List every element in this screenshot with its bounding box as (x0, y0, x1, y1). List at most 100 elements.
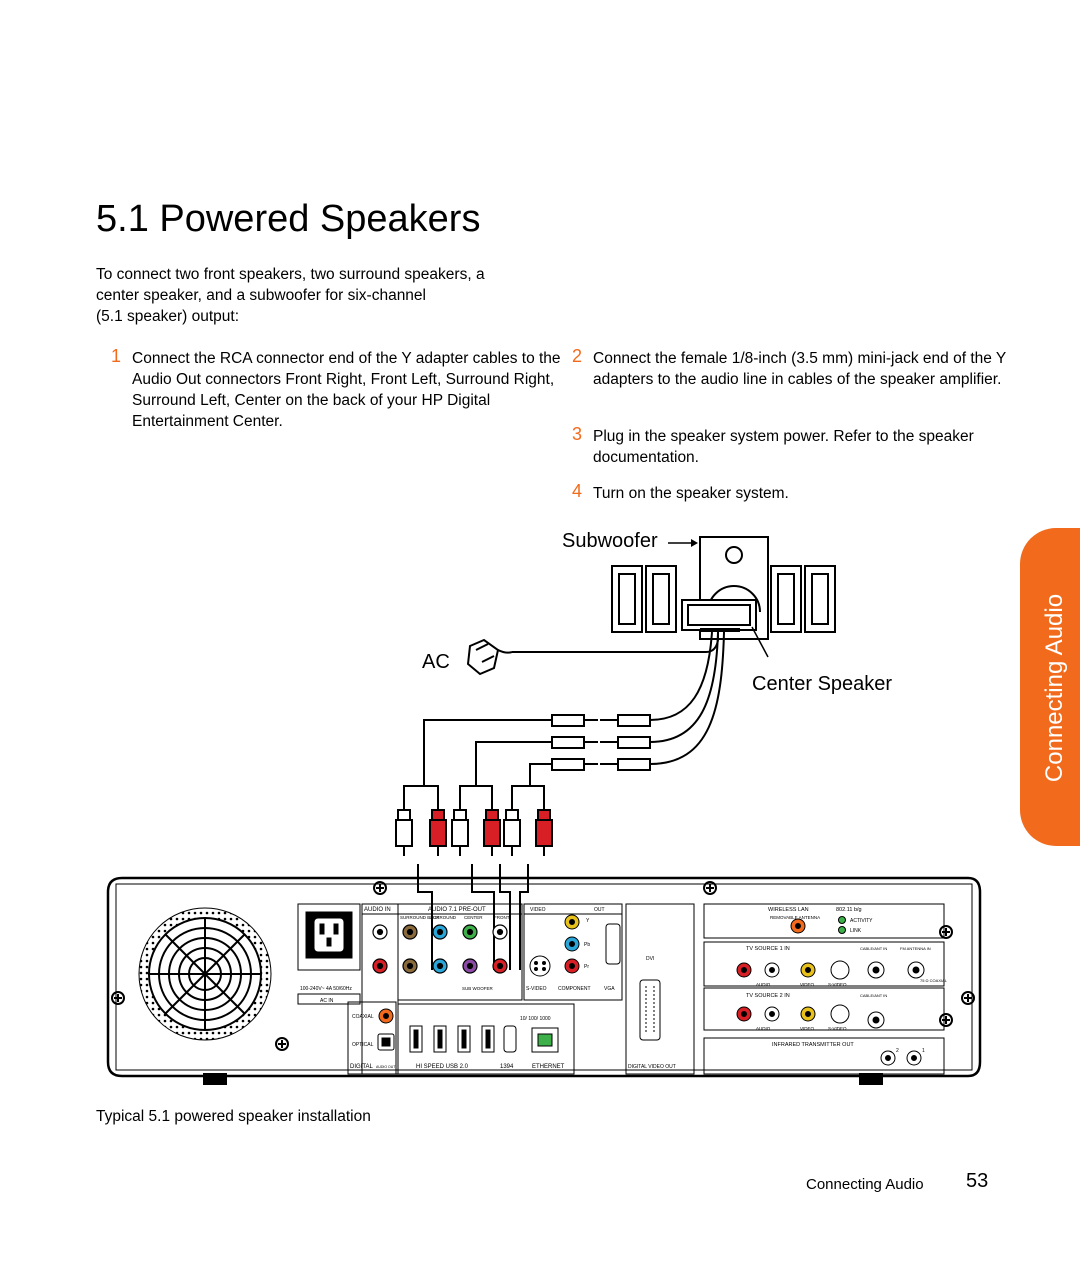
center-speaker (681, 599, 757, 632)
center-speaker-pointer (751, 626, 769, 658)
side-chapter-tab[interactable]: Connecting Audio (1020, 528, 1080, 846)
step-text: Connect the RCA connector end of the Y a… (132, 350, 561, 430)
ethernet-label: ETHERNET (532, 1064, 565, 1070)
satellite-speaker-right-2 (804, 565, 836, 633)
intro-line: To connect two front speakers, two surro… (96, 266, 485, 283)
y-adapter-cable-2 (459, 741, 552, 810)
satellite-speaker-left-1 (611, 565, 643, 633)
figure-caption: Typical 5.1 powered speaker installation (96, 1108, 371, 1125)
step-text: Connect the female 1/8-inch (3.5 mm) min… (593, 350, 1006, 388)
cooling-fan-icon (138, 907, 272, 1041)
front-label: FRONT (494, 915, 510, 920)
rca-plug-white (451, 809, 469, 856)
speaker-installation-diagram: Subwoofer AC Center Speaker (106, 530, 982, 1085)
audio-cable-1 (649, 631, 713, 721)
usb-label: HI SPEED USB 2.0 (416, 1064, 469, 1070)
ac-power-cord (512, 632, 719, 653)
page-title: 5.1 Powered Speakers (96, 198, 481, 240)
vga-label: VGA (604, 986, 615, 992)
subwoofer-label: Subwoofer (562, 530, 658, 552)
mini-jack-pair-3 (551, 758, 651, 771)
network-speed-label: 10/ 100/ 1000 (520, 1016, 551, 1022)
audio-cable-3 (649, 631, 725, 765)
1394-label: 1394 (500, 1064, 514, 1070)
link-label: LINK (850, 928, 862, 934)
coax-75-label: 75 Ω COAXIAL (920, 978, 948, 983)
step-text: Plug in the speaker system power. Refer … (593, 428, 974, 466)
step-number: 4 (572, 481, 583, 501)
tv-source-1-label: TV SOURCE 1 IN (746, 946, 790, 952)
ac-in-label: AC IN (320, 998, 334, 1004)
rca-plug-red (429, 809, 447, 856)
screw-icon (275, 1037, 289, 1051)
audio-cable-2 (649, 631, 719, 743)
step-number: 3 (572, 424, 583, 444)
dvi-label: DVI (646, 956, 654, 962)
digital-label: DIGITAL (350, 1064, 374, 1070)
surround-back-label: SURROUND BACK (400, 915, 440, 920)
wireless-lan-label: WIRELESS LAN (768, 907, 809, 913)
center-speaker-label: Center Speaker (752, 673, 892, 695)
rca-plug-white (395, 809, 413, 856)
mini-jack-pair-1 (551, 714, 651, 727)
step-text: Turn on the speaker system. (593, 485, 789, 502)
rca-plug-red (535, 809, 553, 856)
rca-plug-white (503, 809, 521, 856)
ac-label: AC (422, 651, 450, 673)
digital-audio-block (347, 1001, 397, 1075)
step-2: 2 Connect the female 1/8-inch (3.5 mm) m… (572, 346, 1013, 390)
audio-out-label: AUDIO OUT (376, 1065, 396, 1069)
video-section (523, 903, 623, 1001)
optical-label: OPTICAL (352, 1042, 374, 1048)
audio-label: AUDIO (756, 982, 771, 987)
wifi-standard-label: 802.11 b/g (836, 907, 862, 913)
page-number: 53 (966, 1170, 989, 1192)
y-label: Y (586, 918, 590, 924)
video-label: VIDEO (530, 907, 546, 913)
step-3: 3 Plug in the speaker system power. Refe… (572, 424, 1013, 468)
video-jack-label: VIDEO (800, 982, 815, 987)
pr-label: Pr (584, 964, 589, 970)
center-label: CENTER (464, 915, 483, 920)
s-video-jack-label: S-VIDEO (828, 982, 847, 987)
y-adapter-cable-1 (403, 719, 552, 810)
screw-icon (939, 925, 953, 939)
removable-antenna-label: REMOVABLE ANTENNA (770, 915, 820, 920)
intro-line: center speaker, and a subwoofer for six-… (96, 287, 426, 304)
digital-video-out-label: DIGITAL VIDEO OUT (628, 1064, 676, 1070)
rca-plug-red (483, 809, 501, 856)
y-adapter-cable-3 (511, 763, 552, 810)
audio-71-label: AUDIO 7.1 PRE-OUT (428, 907, 486, 913)
io-ports-block (397, 1003, 575, 1075)
out-label: OUT (594, 907, 605, 913)
fm-antenna-in-label: FM ANTENNA IN (900, 946, 931, 951)
arrowhead-icon (691, 539, 698, 547)
tuner-section (703, 903, 945, 1075)
infrared-out-label: INFRARED TRANSMITTER OUT (772, 1042, 854, 1048)
audio-2-label: AUDIO (756, 1026, 771, 1031)
s-video-2-label: S-VIDEO (828, 1026, 847, 1031)
intro-line: (5.1 speaker) output: (96, 308, 240, 325)
ir-port-1-label: 1 (922, 1048, 925, 1054)
screw-icon (373, 881, 387, 895)
mini-jack-pair-2 (551, 736, 651, 749)
satellite-speaker-right-1 (770, 565, 802, 633)
screw-icon (703, 881, 717, 895)
footer-chapter-title: Connecting Audio (806, 1176, 924, 1193)
s-video-label: S-VIDEO (526, 986, 547, 992)
screw-icon (939, 1013, 953, 1027)
subwoofer-jack-label: SUB WOOFER (462, 986, 494, 991)
satellite-speaker-left-2 (645, 565, 677, 633)
ac-plug-icon (466, 638, 513, 676)
step-number: 1 (111, 346, 122, 366)
cable-ant-in-2-label: CABLE/ANT IN (860, 993, 887, 998)
intro-paragraph: To connect two front speakers, two surro… (96, 264, 566, 327)
component-label: COMPONENT (558, 986, 591, 992)
cable-ant-in-label: CABLE/ANT IN (860, 946, 887, 951)
coaxial-label: COAXIAL (352, 1014, 374, 1020)
dvi-port-block (625, 903, 695, 1075)
activity-label: ACTIVITY (850, 918, 873, 924)
tv-source-2-label: TV SOURCE 2 IN (746, 993, 790, 999)
step-1: 1 Connect the RCA connector end of the Y… (111, 346, 562, 432)
step-number: 2 (572, 346, 583, 366)
